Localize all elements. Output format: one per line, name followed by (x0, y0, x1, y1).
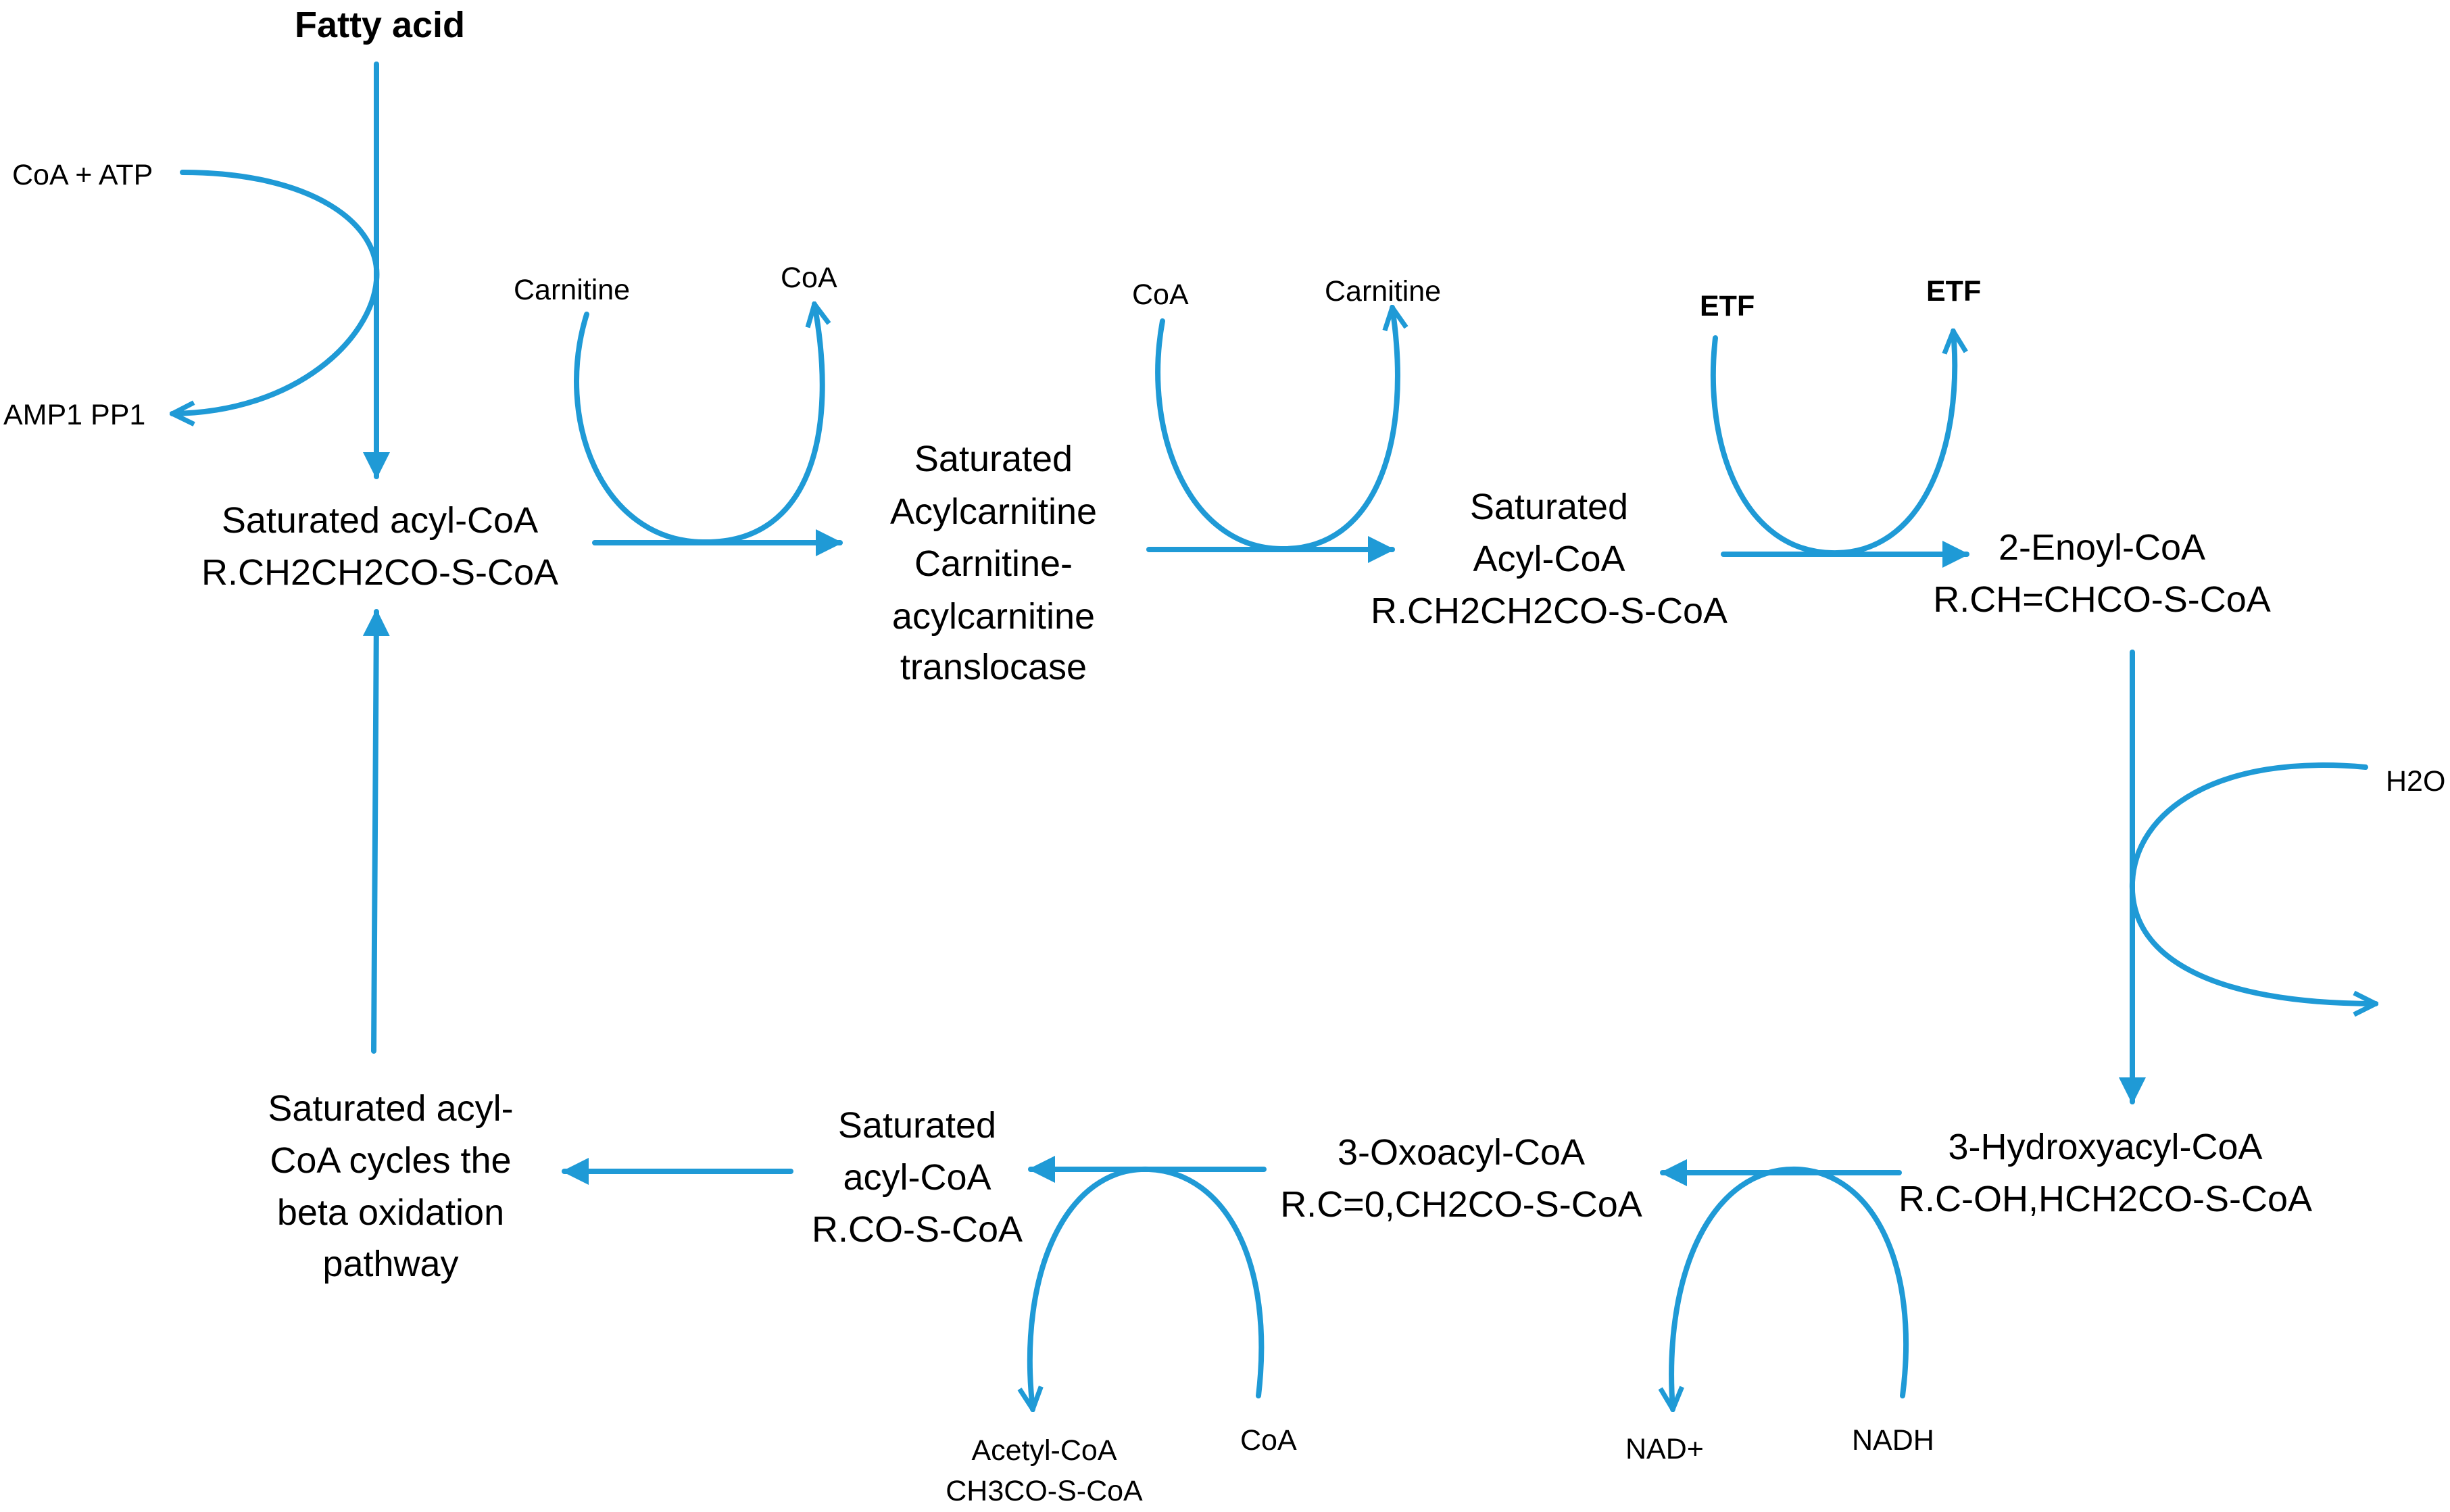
fatty-acid-label: Fatty acid (295, 5, 465, 45)
carnitine-output-label: Carnitine (1325, 275, 1441, 308)
hydroxyacyl-coa-formula: R.C-OH,HCH2CO-S-CoA (1898, 1179, 2312, 1219)
carnitine-input-label: Carnitine (514, 274, 630, 306)
cycle-return-arrow (362, 609, 390, 1054)
coa-atp-label: CoA + ATP (12, 159, 153, 191)
acylcarnitine-line-4: acylcarnitine (892, 596, 1095, 637)
sat-acyl-coa-short-line-2: acyl-CoA (843, 1157, 991, 1198)
cycle-note-line-4: pathway (322, 1244, 458, 1284)
acetyl-coa-formula: CH3CO-S-CoA (946, 1475, 1143, 1507)
coa-to-acetyl-coa-curve (1030, 1166, 1265, 1409)
cycle-note-line-3: beta oxidation (277, 1192, 504, 1233)
acylcarnitine-label: Saturated Acylcarnitine Carnitine- acylc… (890, 439, 1097, 687)
coa-input-label: CoA (1132, 278, 1189, 311)
saturated-acyl-coa-formula: R.CH2CH2CO-S-CoA (201, 552, 558, 593)
water-curve (2129, 762, 2376, 1004)
amp-pp-label: AMP1 PP1 (3, 399, 145, 431)
cycle-note-label: Saturated acyl- CoA cycles the beta oxid… (268, 1088, 513, 1284)
nadh-to-nad-curve (1671, 1166, 1909, 1409)
etf-input-label: ETF (1700, 290, 1755, 322)
saturated-acyl-coa-name: Saturated acyl-CoA (222, 500, 538, 541)
acylcarnitine-line-2: Acylcarnitine (890, 491, 1097, 532)
sat-acyl-coa-short-line-3: R.CO-S-CoA (812, 1209, 1023, 1250)
coa-output-label: CoA (781, 262, 837, 294)
acetyl-coa-name: Acetyl-CoA (971, 1434, 1117, 1467)
oxoacyl-coa-formula: R.C=0,CH2CO-S-CoA (1280, 1184, 1642, 1225)
saturated-acyl-coa-mito-label: Saturated Acyl-CoA R.CH2CH2CO-S-CoA (1371, 487, 1728, 631)
sat-acyl-coa-short-line-1: Saturated (838, 1105, 996, 1146)
cycle-note-line-1: Saturated acyl- (268, 1088, 513, 1129)
acylcarnitine-line-3: Carnitine- (914, 543, 1073, 584)
sat-acyl-coa-mito-line-1: Saturated (1470, 487, 1628, 527)
sat-acyl-coa-mito-line-2: Acyl-CoA (1473, 539, 1625, 579)
coa-to-carnitine-curve (1155, 308, 1398, 552)
nad-label: NAD+ (1625, 1433, 1704, 1465)
acylcarnitine-line-1: Saturated (914, 439, 1073, 479)
nadh-label: NADH (1852, 1424, 1934, 1457)
coa-thiolase-input-label: CoA (1240, 1424, 1297, 1457)
pathway-arrows (172, 62, 2376, 1409)
water-label: H2O (2386, 765, 2445, 798)
carnitine-to-coa-curve (574, 304, 823, 545)
saturated-acyl-coa-short-label: Saturated acyl-CoA R.CO-S-CoA (812, 1105, 1023, 1250)
oxoacyl-coa-name: 3-Oxoacyl-CoA (1338, 1132, 1585, 1173)
pathway-labels: Fatty acid CoA + ATP AMP1 PP1 Saturated … (3, 5, 2445, 1507)
coa-atp-to-amp-pp-curve (172, 170, 380, 414)
acylcarnitine-line-5: translocase (900, 647, 1087, 687)
hydroxyacyl-coa-name: 3-Hydroxyacyl-CoA (1948, 1127, 2262, 1167)
etf-curve (1710, 331, 1955, 556)
etf-output-label: ETF (1926, 275, 1981, 308)
sat-acyl-coa-mito-line-3: R.CH2CH2CO-S-CoA (1371, 591, 1728, 631)
cycle-note-line-2: CoA cycles the (270, 1140, 511, 1181)
enoyl-coa-name: 2-Enoyl-CoA (1999, 527, 2205, 568)
enoyl-coa-formula: R.CH=CHCO-S-CoA (1933, 579, 2271, 620)
